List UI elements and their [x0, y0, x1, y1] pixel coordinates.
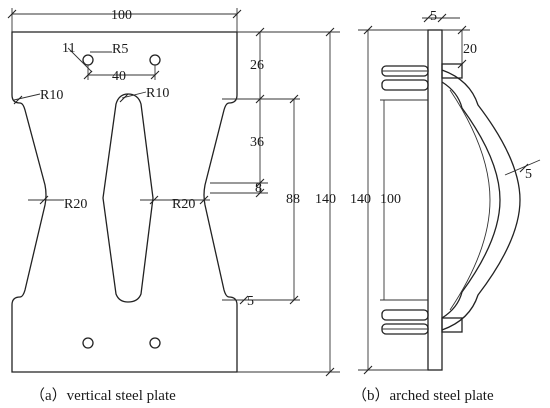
hole-top-right	[149, 54, 161, 66]
dim-hole-radius-label: R5	[112, 42, 128, 57]
dim-hole-spacing-label: 40	[112, 69, 126, 84]
dim-top-offset-label: 26	[250, 58, 264, 73]
vertical-steel-plate: 100 11 R5 40 R10 R10 R20	[7, 8, 340, 377]
dim-notch-mid-radius-right-label: R20	[172, 197, 195, 212]
dim-slot-length-label: 88	[286, 192, 300, 207]
bottom-bolt	[381, 309, 429, 321]
dim-radii: R10 R10 R20 R20	[13, 86, 210, 212]
dim-plate-height-label: 140	[315, 192, 336, 207]
dim-holes: 11 R5 40	[62, 41, 160, 84]
dim-slot-waist-label: 8	[255, 181, 262, 196]
caption-a: （a）vertical steel plate	[30, 387, 176, 404]
hole-bottom-left	[82, 337, 94, 349]
dim-notch-mid-radius-left-label: R20	[64, 197, 87, 212]
arched-steel-plate: 5 20 140 100 5	[350, 9, 541, 375]
hole-bottom-right	[149, 337, 161, 349]
dim-arch-thickness-label: 5	[525, 167, 532, 182]
dim-hole-dia-label: 11	[62, 41, 75, 56]
top-flange	[441, 63, 463, 79]
bottom-flange	[441, 317, 463, 333]
top-bolt-2	[381, 79, 429, 91]
dim-width: 100	[7, 8, 242, 32]
central-slot	[102, 93, 154, 303]
dim-thickness-label: 5	[430, 9, 437, 24]
dim-arched: 5 20 140 100 5	[350, 9, 541, 375]
dim-flange-width-label: 20	[463, 42, 477, 57]
dim-arch-height-label: 100	[380, 192, 401, 207]
arch-inner	[441, 81, 501, 319]
arch-outer	[441, 69, 521, 331]
dim-width-label: 100	[111, 8, 132, 23]
caption-b: （b）arched steel plate	[352, 387, 494, 404]
dim-vertical-chain: 26 36 8 88 140 5	[210, 27, 340, 377]
back-plate	[427, 29, 443, 371]
dim-slot-bottom-gap-label: 5	[247, 294, 254, 309]
dim-overall-height-label: 140	[350, 192, 371, 207]
hole-top-left	[82, 54, 94, 66]
dim-slot-half-taper-label: 36	[250, 135, 264, 150]
dim-notch-top-radius-label: R10	[40, 88, 63, 103]
dim-slot-top-radius-label: R10	[146, 86, 169, 101]
arch-mid-line	[449, 89, 491, 311]
